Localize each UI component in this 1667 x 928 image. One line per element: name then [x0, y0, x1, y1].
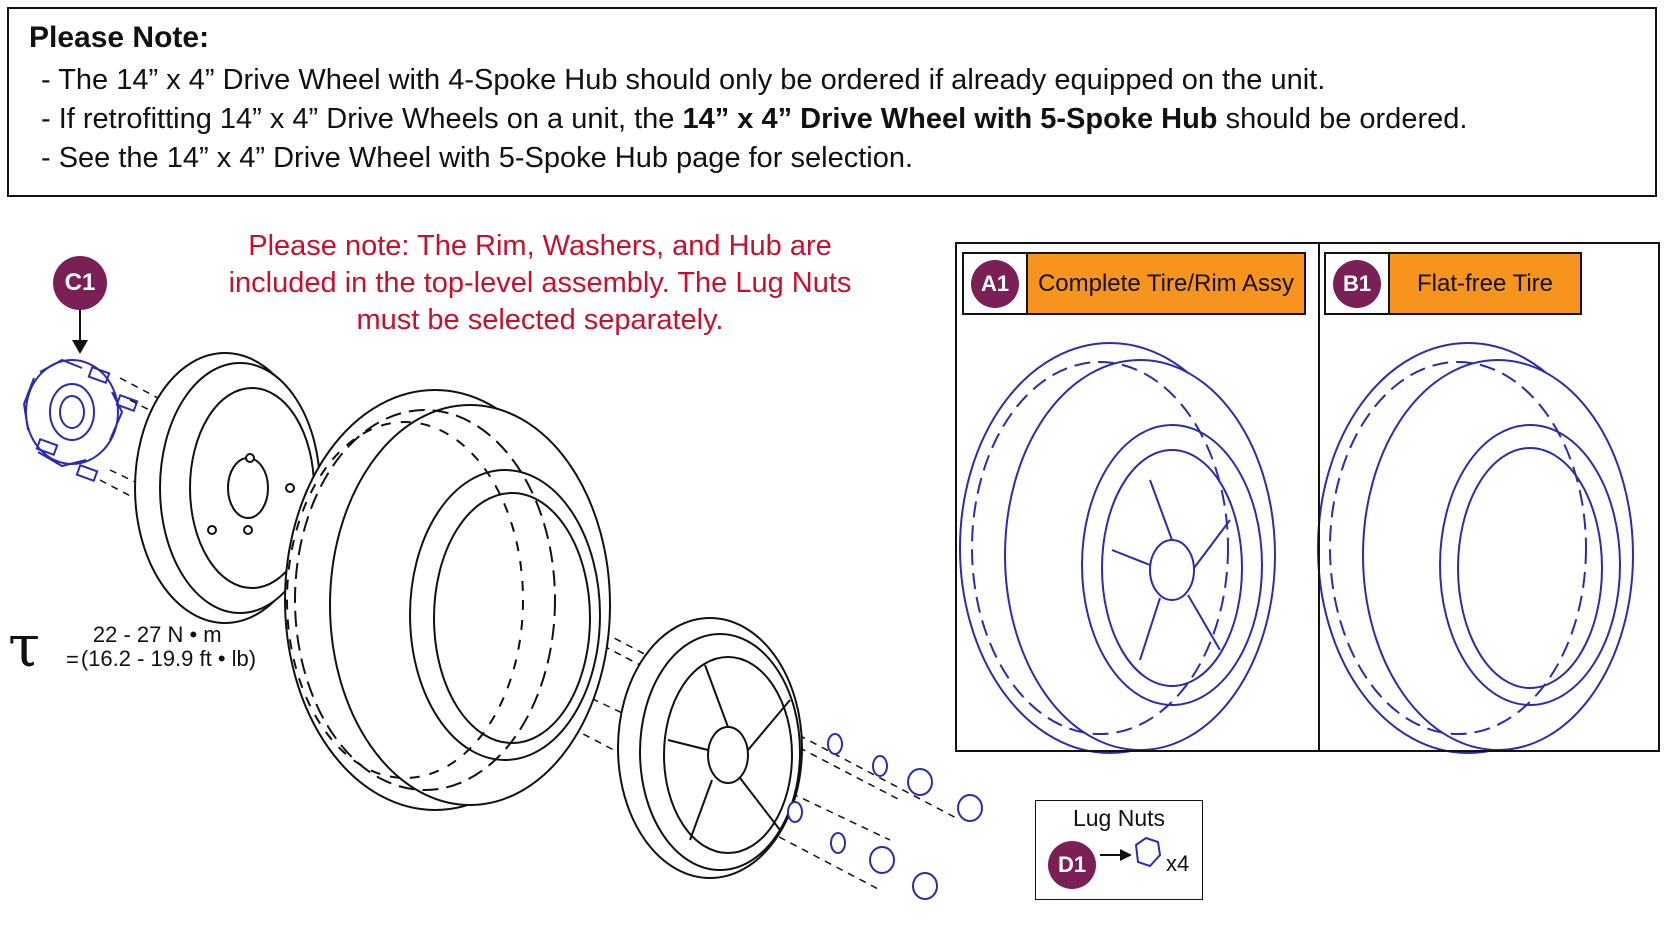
b1-label-box: B1 Flat-free Tire	[1324, 252, 1582, 315]
torque-imperial: (16.2 - 19.9 ft • lb)	[80, 646, 257, 671]
torque-eq: =	[66, 647, 79, 672]
b1-panel	[1318, 242, 1660, 752]
torque-symbol: τ	[8, 612, 41, 680]
washers-and-nuts	[787, 733, 983, 900]
d1-callout: D1	[1048, 841, 1096, 889]
b1-tire-drawing	[1317, 342, 1634, 754]
inner-rim-drawing	[134, 352, 321, 624]
lug-nut-icon	[1134, 836, 1162, 868]
a1-label: Complete Tire/Rim Assy	[1028, 254, 1304, 313]
torque-values: = 22 - 27 N • m (16.2 - 19.9 ft • lb)	[66, 622, 256, 672]
outer-rim-drawing	[617, 617, 803, 879]
note-line-2-post: should be ordered.	[1217, 103, 1468, 135]
b1-label: Flat-free Tire	[1390, 254, 1580, 313]
torque-metric: 22 - 27 N • m	[92, 622, 222, 647]
a1-label-box: A1 Complete Tire/Rim Assy	[962, 252, 1306, 315]
note-line-3: - See the 14” x 4” Drive Wheel with 5-Sp…	[41, 142, 914, 174]
note-title: Please Note:	[29, 21, 210, 54]
a1-callout: A1	[971, 259, 1019, 308]
a1-tire-drawing	[959, 342, 1276, 754]
red-assembly-note: Please note: The Rim, Washers, and Hub a…	[228, 230, 852, 336]
note-line-2-pre: - If retrofitting 14” x 4” Drive Wheels …	[41, 103, 683, 135]
a1-panel	[955, 242, 1320, 752]
main-tire-drawing	[284, 389, 611, 811]
lug-nuts-quantity: x4	[1166, 851, 1190, 876]
please-note-box: Please Note: - The 14” x 4” Drive Wheel …	[7, 7, 1657, 197]
note-line-1: - The 14” x 4” Drive Wheel with 4-Spoke …	[41, 64, 1326, 96]
c1-arrowhead	[72, 340, 88, 354]
b1-callout: B1	[1333, 259, 1381, 308]
note-line-2-bold: 14” x 4” Drive Wheel with 5-Spoke Hub	[682, 103, 1218, 135]
hub-drawing	[22, 358, 139, 483]
lug-nuts-box: Lug Nuts D1 x4	[1035, 800, 1203, 900]
lug-nuts-title: Lug Nuts	[1072, 805, 1166, 831]
note-line-2: - If retrofitting 14” x 4” Drive Wheels …	[41, 100, 1641, 139]
c1-callout: C1	[53, 256, 107, 310]
